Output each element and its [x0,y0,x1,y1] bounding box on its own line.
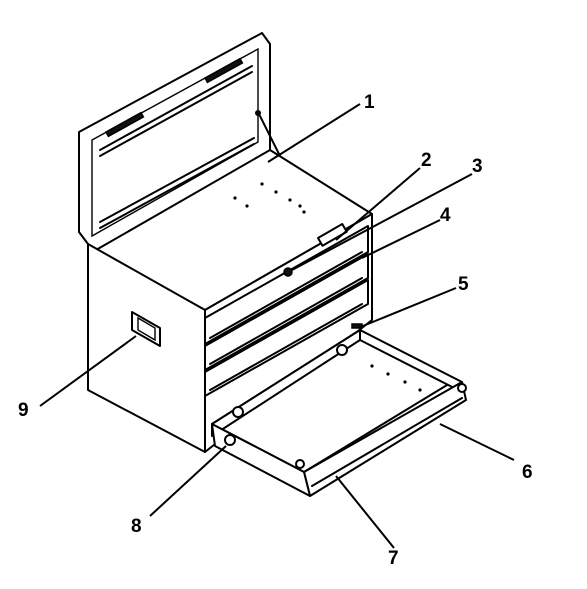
open-drawer [211,323,467,497]
side-handle [131,311,161,347]
callout-3: 3 [472,156,483,177]
callout-6: 6 [522,462,533,483]
lid [78,32,271,251]
callout-2: 2 [421,150,432,171]
leader-lines [39,103,515,549]
callout-1: 1 [364,92,375,113]
callout-8: 8 [131,516,142,537]
callout-5: 5 [458,274,469,295]
chest-body [87,149,373,453]
callout-4: 4 [440,205,451,226]
callout-7: 7 [388,548,399,569]
callout-9: 9 [18,400,29,421]
callout-labels: 1 2 3 4 5 6 7 8 9 [18,92,533,569]
